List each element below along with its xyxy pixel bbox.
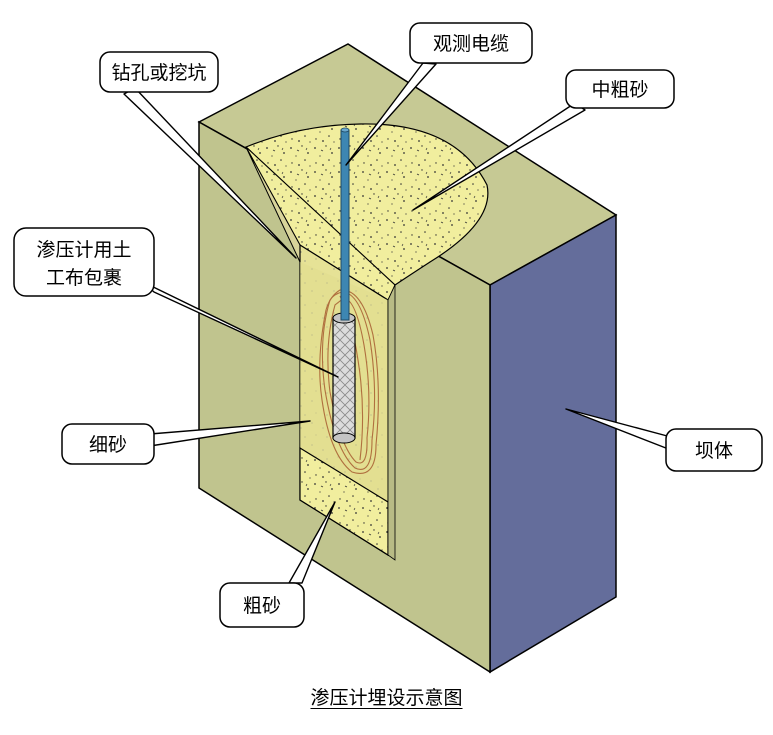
label-coarse-sand: 粗砂	[243, 595, 281, 617]
callout-medium-coarse-sand: 中粗砂	[412, 69, 675, 211]
label-medium-coarse-sand: 中粗砂	[591, 79, 648, 101]
callout-cable: 观测电缆	[345, 22, 533, 166]
observation-cable	[340, 127, 350, 321]
callout-geotextile-wrap: 渗压计用土 工布包裹	[13, 227, 339, 378]
callout-dam-body: 坝体	[565, 408, 763, 472]
callout-borehole: 钻孔或挖坑	[99, 51, 297, 259]
label-fine-sand: 细砂	[89, 434, 127, 456]
label-cable: 观测电缆	[433, 33, 509, 55]
funnel-top-surface	[244, 123, 489, 286]
borehole-right-wall	[387, 284, 396, 561]
label-wrap-line2: 工布包裹	[46, 267, 122, 289]
figure-caption: 渗压计埋设示意图	[310, 687, 463, 709]
label-borehole: 钻孔或挖坑	[111, 62, 206, 84]
label-wrap-line1: 渗压计用土	[36, 239, 131, 261]
label-dam-body: 坝体	[695, 440, 733, 462]
callout-coarse-sand: 粗砂	[219, 501, 336, 628]
callout-fine-sand: 细砂	[61, 420, 311, 465]
piezometer	[332, 312, 356, 444]
piezometer-bottom-cap	[332, 432, 356, 444]
piezometer-body	[332, 317, 356, 439]
medium-coarse-sand-funnel	[244, 123, 489, 301]
dam-side-face	[489, 213, 617, 674]
